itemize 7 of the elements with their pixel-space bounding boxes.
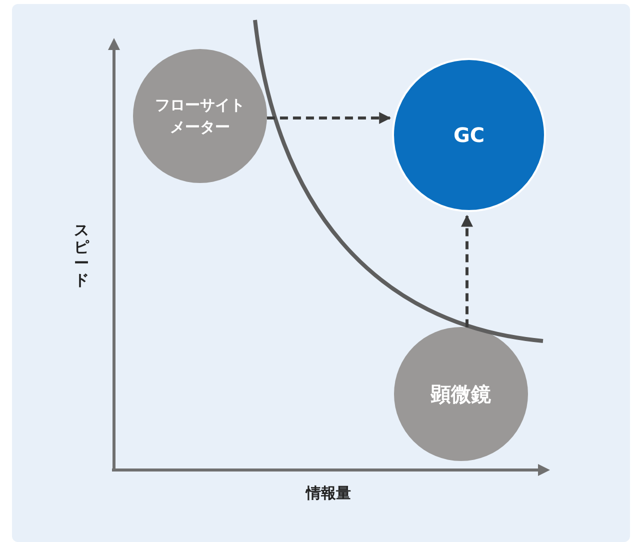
- node-label: 顕微鏡: [431, 381, 491, 408]
- y-axis-label: スピード: [74, 222, 89, 288]
- x-axis-label: 情報量: [306, 484, 351, 503]
- arrow: [266, 112, 392, 124]
- arrow: [461, 214, 473, 328]
- node-label: GC: [453, 122, 485, 149]
- node-label: フローサイトメーター: [154, 94, 246, 138]
